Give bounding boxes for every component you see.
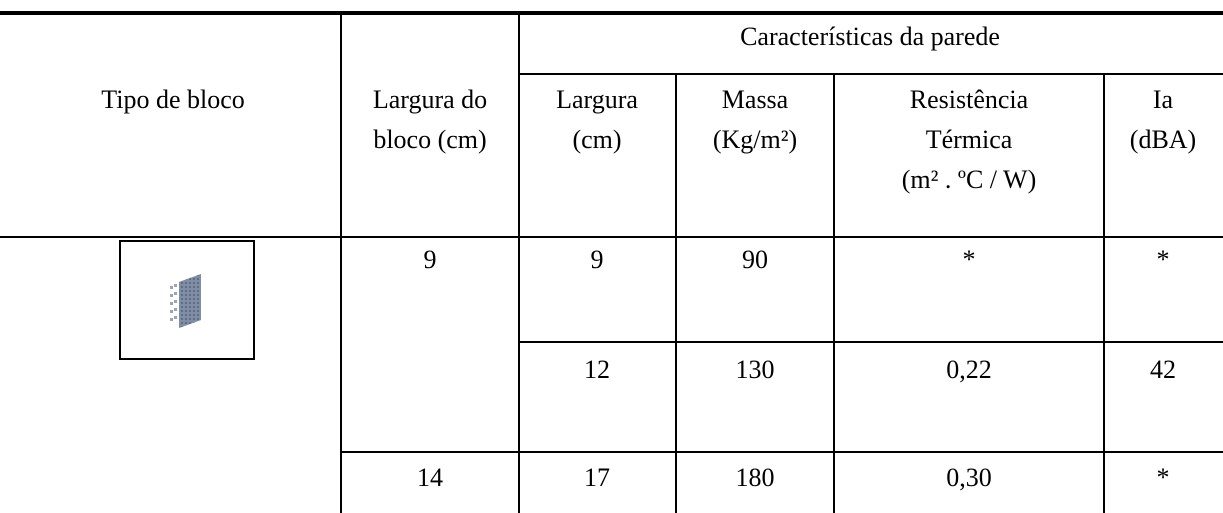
block-wall-icon [170,274,201,328]
cell-largura-r2: 12 [584,355,610,384]
cell-massa-r3: 180 [735,463,775,492]
cell-ia-r3: * [1156,463,1170,492]
col-header-largura-line2: (cm) [572,125,622,154]
cell-largura-r1: 9 [590,245,604,274]
row-divider-1 [518,341,1223,343]
group-header-title: Características da parede [740,22,1000,51]
col-divider-2 [518,14,520,513]
cell-largura-bloco-r3: 14 [417,463,443,492]
col-header-largura-bloco-line2: bloco (cm) [373,125,487,154]
col-divider-4 [833,74,835,513]
cell-largura-bloco-r1: 9 [423,245,437,274]
cell-ia-r1: * [1156,245,1170,274]
col-header-largura-bloco-line1: Largura do [372,85,488,114]
col-header-ia-line1: Ia [1152,85,1174,114]
col-divider-3 [675,74,677,513]
row-divider-2 [340,451,1223,453]
col-header-largura-line1: Largura [556,85,638,114]
header-bottom-border [0,236,1223,238]
cell-resistencia-r1: * [962,245,976,274]
cell-ia-r2: 42 [1150,355,1176,384]
table-top-border [0,11,1223,15]
cell-massa-r1: 90 [742,245,768,274]
cell-largura-r3: 17 [584,463,610,492]
cell-massa-r2: 130 [735,355,775,384]
group-header-underline [518,73,1223,75]
col-divider-5 [1103,74,1105,513]
col-header-tipo: Tipo de bloco [101,85,245,114]
col-divider-1 [340,14,342,513]
cell-resistencia-r2: 0,22 [946,355,992,384]
block-image [119,240,255,360]
col-header-resistencia-line1: Resistência [909,85,1029,114]
col-header-massa-line2: (Kg/m²) [712,125,798,154]
cell-resistencia-r3: 0,30 [946,463,992,492]
col-header-resistencia-line3: (m² . ºC / W) [901,165,1037,194]
col-header-ia-line2: (dBA) [1129,125,1197,154]
col-header-massa-line1: Massa [721,85,789,114]
col-header-resistencia-line2: Térmica [925,125,1013,154]
